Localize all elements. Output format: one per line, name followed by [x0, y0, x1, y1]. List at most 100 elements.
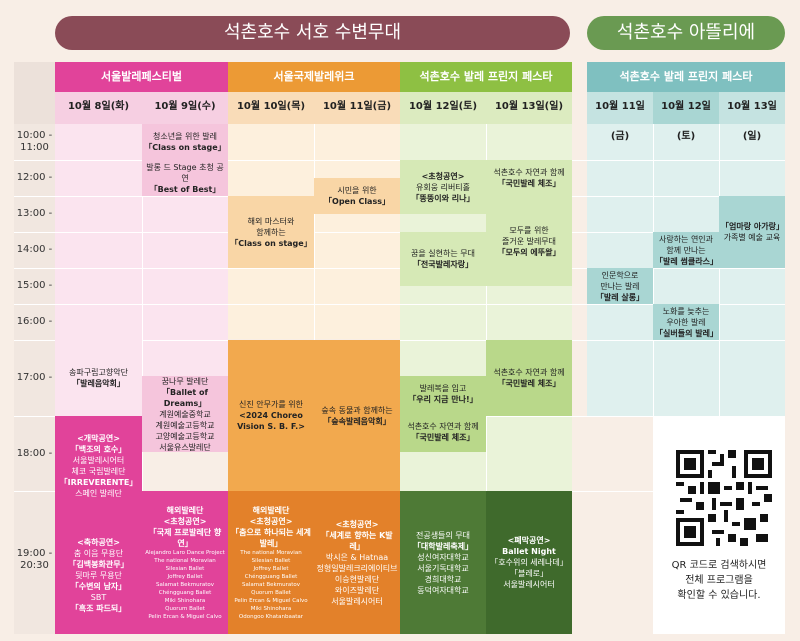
event-line: SBT — [90, 592, 107, 602]
event-line: 신진 안무가를 위한 — [239, 400, 303, 409]
event-title: 「숲속발레음악회」 — [323, 416, 391, 426]
performer: Salamat Bekmuratov — [242, 581, 300, 588]
qr-code[interactable] — [676, 450, 772, 546]
day-header-oct9: 10월 9일(수) — [142, 92, 228, 124]
event-line: 「블레로」 — [509, 569, 549, 578]
time-label-1600: 16:00 - — [16, 316, 53, 327]
event-line: <축하공연> — [77, 537, 120, 547]
event-line: <초청공연> — [421, 171, 465, 181]
event-title: 「Open Class」 — [324, 197, 390, 206]
event-title: 「뚱뚱이와 리나」 — [411, 193, 475, 203]
event-title: 「Class on stage」 — [230, 238, 312, 248]
performer: Miki Shinohara — [164, 597, 206, 604]
day-header-oct13: 10월 13일(일) — [486, 92, 572, 124]
event-title: 「Ballet of Dreams」 — [162, 387, 208, 408]
event-open-class[interactable]: 시민을 위한 「Open Class」 — [314, 178, 400, 214]
event-line: <폐막공연> — [507, 536, 551, 545]
event-university-ballet[interactable]: 전공생들의 무대 「대학발레축제」 성신여자대학교 서울기독대학교 경희대학교 … — [400, 491, 486, 634]
day-header-oct10: 10월 10일(목) — [228, 92, 314, 124]
event-forest-ballet-concert[interactable]: 숲속 동물과 함께하는 「숲속발레음악회」 — [314, 340, 400, 491]
event-title: 「수변의 남자」 — [70, 581, 127, 591]
event-line: 박시은 & Hatnaa — [325, 552, 389, 562]
performer: Miki Shinohara — [250, 605, 292, 612]
event-title: 「세계로 향하는 K발레」 — [321, 530, 393, 551]
event-gala-performance[interactable]: <축하공연> 춤 이음 무용단 「김백봉화관무」 뒷마루 무용단 「수변의 남자… — [55, 516, 142, 634]
time-label-1500: 15:00 - — [16, 280, 53, 291]
event-title: 「발레 썸클라스」 — [655, 256, 718, 266]
event-youth-class[interactable]: 청소년을 위한 발레 「Class on stage」 — [142, 124, 228, 160]
group-header-fringe: 석촌호수 발레 프린지 페스타 — [400, 62, 572, 92]
time-label-1300: 13:00 - — [16, 208, 53, 219]
event-k-ballet[interactable]: <초청공연> 「세계로 향하는 K발레」 박시은 & Hatnaa 정형일발레크… — [314, 491, 400, 634]
event-closing-ballet-night[interactable]: <폐막공연> Ballet Night 「호수위의 세레나데」 「블레로」 서울… — [486, 491, 572, 634]
day-header-r-oct12: 10월 12일(토) — [653, 92, 719, 142]
grid-vline — [719, 124, 720, 416]
event-title: 「대학발레축제」 — [412, 541, 474, 551]
event-line: 인문학으로 — [601, 270, 639, 280]
event-ballet-of-dreams[interactable]: 꿈나무 발레단 「Ballet of Dreams」 계원예술중학교 계원예술고… — [142, 376, 228, 452]
group-header-seoul-ballet: 서울발레페스티벌 — [55, 62, 228, 92]
event-line: 석촌호수 자연과 함께 — [493, 368, 565, 377]
event-title: 「국민발레 체조」 — [497, 179, 561, 188]
event-line: 해외 마스터와 — [247, 216, 295, 226]
performer: Quorum Ballet — [165, 605, 205, 612]
event-ballet-music-concert[interactable]: 송파구립고향악단 「발레음악회」 — [55, 340, 142, 416]
event-line: 서울기독대학교 — [417, 563, 469, 573]
qr-caption-line: 전체 프로그램을 — [685, 575, 753, 586]
performer: The national Moravian Silesian Ballet — [240, 549, 302, 564]
grid-line — [14, 160, 785, 161]
event-title: 「Best of Best」 — [149, 184, 221, 194]
event-title: 「흑조 파드되」 — [70, 603, 127, 613]
event-choreo-vision[interactable]: 신진 안무가를 위한 <2024 Choreo Vision S. B. F.> — [228, 340, 314, 491]
event-line: 만나는 발레 — [600, 281, 640, 291]
event-line: 해외발레단 — [166, 505, 204, 515]
event-national-ballet-exercise[interactable]: 석촌호수 자연과 함께 「국민발레 체조」 — [486, 160, 572, 196]
event-title: 「백조의 호수」 — [70, 445, 127, 454]
event-line: 시민을 위한 — [337, 186, 377, 195]
event-ballet-some-class[interactable]: 사랑하는 연인과 함께 만나는 「발레 썸클라스」 — [653, 232, 719, 268]
event-line: 동덕여자대학교 — [417, 585, 469, 595]
event-best-of-best[interactable]: 발롱 드 Stage 초청 공연 「Best of Best」 — [142, 160, 228, 196]
event-title: 「국제 프로발레단 향연」 — [148, 527, 222, 548]
event-ballet-salon[interactable]: 인문학으로 만나는 발레 「발레 살롱」 — [587, 268, 653, 304]
event-opening-performance[interactable]: <개막공연> 「백조의 호수」 서울발레시어터 체코 국립발레단 「IRREVE… — [55, 416, 142, 516]
time-header-blank — [14, 62, 55, 124]
performer: Salamat Bekmuratov — [156, 581, 214, 588]
event-ugly-duckling[interactable]: <초청공연> 유회웅 리버티홀 「뚱뚱이와 리나」 — [400, 160, 486, 214]
event-ballet-contest[interactable]: 꿈을 실현하는 무대 「전국발레자랑」 — [400, 232, 486, 286]
event-title: 「모두의 에뚜왈」 — [497, 247, 561, 257]
event-national-ballet-exercise-3[interactable]: 석촌호수 자연과 함께 「국민발레 체조」 — [486, 340, 572, 416]
event-title: 「춤으로 하나되는 세계발레」 — [231, 527, 311, 548]
event-everyones-etoile[interactable]: 모두를 위한 즐거운 발레무대 「모두의 에뚜왈」 — [486, 196, 572, 286]
event-line: 함께 만나는 — [666, 245, 706, 255]
banner-main-stage: 석촌호수 서호 수변무대 — [55, 16, 570, 50]
event-meet-in-tutu[interactable]: 발레복을 입고 「우리 지금 만나!」 — [400, 376, 486, 412]
event-silver-ballet[interactable]: 노화를 늦추는 우아한 발레 「실버들의 발레」 — [653, 304, 719, 340]
event-line: 고양예술고등학교 — [155, 431, 215, 441]
event-title: 「김백봉화관무」 — [68, 559, 129, 569]
event-title: 「실버들의 발레」 — [655, 328, 718, 338]
event-intl-ballet-showcase[interactable]: 해외발레단 <초청공연> 「국제 프로발레단 향연」 Alejandro Lar… — [142, 491, 228, 634]
event-line: 경희대학교 — [424, 574, 462, 584]
group-header-seoul-intl: 서울국제발레위크 — [228, 62, 400, 92]
event-title: 「국민발레 체조」 — [411, 433, 475, 442]
qr-caption: QR 코드로 검색하시면 전체 프로그램을 확인할 수 있습니다. — [653, 558, 785, 603]
time-label-1100: 11:00 — [20, 142, 49, 153]
event-mom-and-baby[interactable]: 「엄마랑 아가랑」 가족별 예술 교육 — [719, 196, 785, 268]
time-column-bg — [14, 124, 55, 634]
event-title: 「전국발레자랑」 — [412, 260, 474, 269]
event-line: 석촌호수 자연과 함께 — [493, 168, 565, 177]
qr-caption-line: 확인할 수 있습니다. — [677, 590, 761, 601]
event-world-ballet[interactable]: 해외발레단 <초청공연> 「춤으로 하나되는 세계발레」 The nationa… — [228, 491, 314, 634]
performer: Chéngguang Ballet — [158, 589, 212, 596]
day-header-r-oct13: 10월 13일(일) — [719, 92, 785, 142]
time-label-1000: 10:00 - — [16, 130, 53, 141]
event-master-class[interactable]: 해외 마스터와 함께하는 「Class on stage」 — [228, 196, 314, 268]
event-line: 전공생들의 무대 — [415, 530, 471, 540]
event-national-ballet-exercise-2[interactable]: 석촌호수 자연과 함께 「국민발레 체조」 — [400, 412, 486, 452]
qr-caption-line: QR 코드로 검색하시면 — [671, 560, 767, 571]
performer: Joffrey Ballet — [253, 565, 289, 572]
event-line: 청소년을 위한 발레 — [153, 132, 217, 141]
event-line: 해외발레단 — [252, 505, 290, 515]
performer: Alejandro Laro Dance Project — [145, 549, 225, 556]
